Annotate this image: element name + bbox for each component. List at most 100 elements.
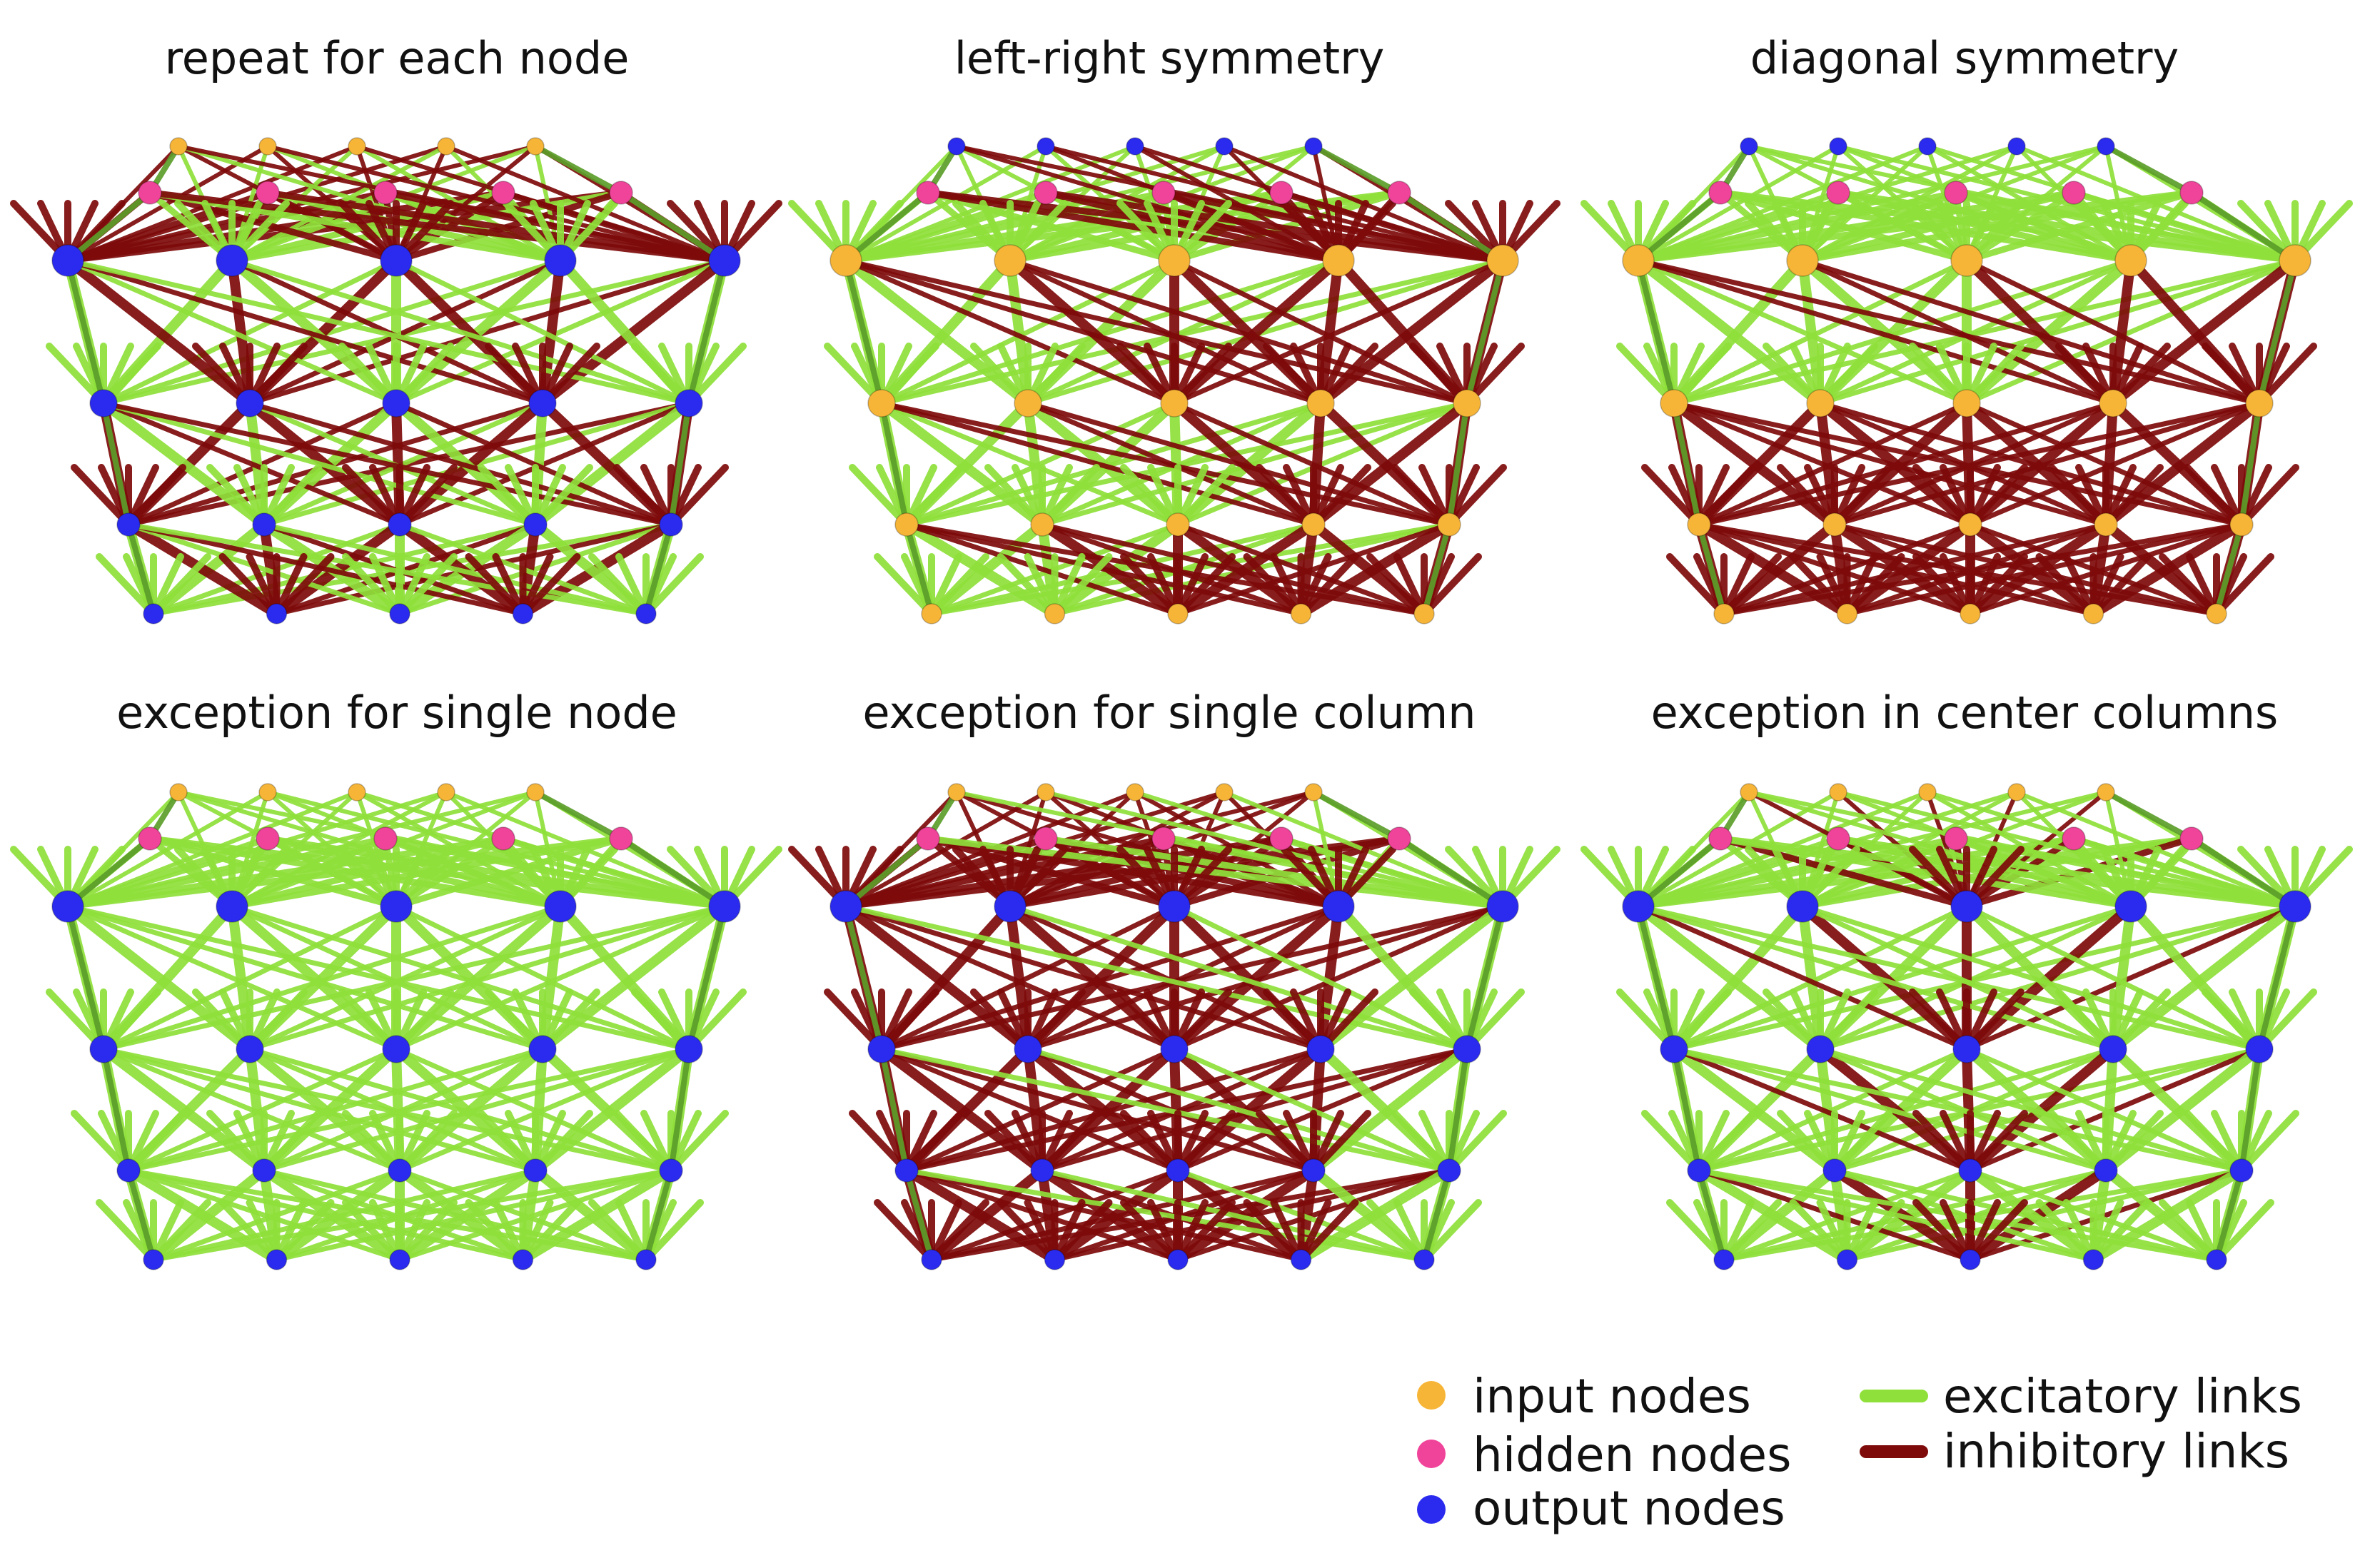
excitatory-link: [1007, 904, 1470, 1052]
inhibitory-link: [1270, 553, 1305, 617]
excitatory-link: [1635, 258, 1970, 406]
input-node: [1215, 783, 1234, 801]
excitatory-link: [1671, 1046, 2244, 1173]
inhibitory-link: [1147, 553, 1181, 617]
inhibitory-link: [2089, 553, 2152, 617]
excitatory-link: [1671, 904, 1970, 1052]
hidden-node: [1826, 181, 1850, 205]
inhibitory-link: [1446, 464, 1507, 528]
excitatory-link: [261, 400, 545, 527]
excitatory-link: [1952, 189, 2134, 264]
excitatory-link: [667, 1110, 729, 1174]
excitatory-link: [1052, 522, 1316, 617]
link-group: [788, 789, 1560, 1265]
inhibitory-link: [879, 400, 1316, 527]
excitatory-link: [393, 904, 692, 1052]
output-node: [528, 1035, 557, 1063]
excitatory-link: [126, 522, 403, 617]
excitatory-link: [229, 904, 692, 1052]
excitatory-link: [101, 904, 399, 1052]
excitatory-link: [126, 1168, 525, 1263]
input-node-swatch: [1417, 1381, 1446, 1410]
excitatory-link: [1671, 258, 1970, 406]
excitatory-link: [997, 553, 1059, 617]
hidden-node: [916, 181, 940, 205]
inhibitory-link: [247, 258, 563, 406]
legend-input-label: input nodes: [1473, 1369, 1751, 1424]
inhibitory-link: [997, 1199, 1059, 1263]
inhibitory-link: [1967, 522, 2244, 617]
excitatory-link: [382, 835, 564, 910]
node-group: [830, 137, 1519, 624]
inhibitory-link: [1967, 1168, 2244, 1263]
inhibitory-link: [1694, 520, 1852, 619]
inhibitory-link: [904, 522, 1304, 617]
input-node: [1958, 512, 1982, 537]
excitatory-link: [500, 835, 728, 910]
excitatory-link: [1817, 258, 2134, 406]
input-node: [1486, 244, 1519, 277]
output-node: [252, 1158, 276, 1183]
inhibitory-link: [879, 904, 1341, 1052]
hidden-node: [1944, 181, 1968, 205]
excitatory-link: [1671, 258, 2298, 406]
inhibitory-link: [1160, 835, 1342, 910]
excitatory-link: [65, 904, 692, 1052]
node-group: [1622, 783, 2311, 1270]
inhibitory-link: [1964, 258, 2262, 406]
excitatory-link: [65, 258, 692, 406]
network-panel-1: [10, 137, 782, 624]
excitatory-link: [342, 1199, 403, 1263]
output-node: [2094, 1158, 2118, 1183]
excitatory-link: [1025, 1046, 1452, 1173]
output-node: [1167, 1249, 1189, 1270]
excitatory-link: [2103, 143, 2194, 196]
excitatory-link: [1717, 189, 1970, 264]
inhibitory-link: [1039, 1046, 1323, 1173]
input-node: [867, 389, 896, 418]
output-node: [2007, 137, 2026, 156]
output-node: [388, 512, 412, 537]
output-node: [382, 389, 410, 418]
inhibitory-link: [2035, 553, 2097, 617]
excitatory-link: [96, 1199, 157, 1263]
input-node: [1918, 783, 1937, 801]
inhibitory-link: [1789, 553, 1851, 617]
excitatory-link: [1120, 464, 1181, 528]
inhibitory-link: [1171, 904, 1506, 1052]
excitatory-link: [1175, 400, 1470, 527]
inhibitory-link: [1967, 400, 2262, 527]
excitatory-link: [904, 1168, 1427, 1263]
excitatory-link: [126, 1168, 156, 1263]
inhibitory-link: [843, 904, 1323, 1052]
output-node: [1306, 1035, 1335, 1063]
hidden-node: [1708, 826, 1733, 851]
excitatory-link: [1635, 904, 2262, 1052]
excitatory-link: [643, 522, 674, 617]
output-node: [382, 1035, 410, 1063]
legend-output-label: output nodes: [1473, 1481, 1785, 1536]
input-node: [169, 783, 188, 801]
excitatory-link: [2062, 1199, 2097, 1263]
input-node: [2082, 603, 2104, 624]
excitatory-link: [101, 258, 727, 406]
inhibitory-link: [146, 189, 400, 264]
excitatory-link: [99, 1044, 269, 1175]
inhibitory-link: [1175, 522, 1452, 617]
excitatory-link: [393, 258, 727, 406]
excitatory-link: [532, 1110, 593, 1174]
excitatory-link: [101, 904, 727, 1052]
hidden-node: [2179, 826, 2204, 851]
excitatory-link: [1696, 522, 1727, 617]
excitatory-link: [879, 1046, 909, 1173]
inhibitory-link: [1172, 790, 1316, 909]
excitatory-link: [261, 1168, 649, 1263]
inhibitory-link: [247, 400, 674, 527]
output-node: [635, 1249, 657, 1270]
network-panel-5: [788, 783, 1560, 1270]
inhibitory-link: [1007, 258, 1470, 406]
inhibitory-link: [1160, 189, 1506, 264]
excitatory-link: [1039, 400, 1323, 527]
excitatory-link: [218, 1199, 281, 1263]
inhibitory-link: [2108, 256, 2300, 408]
